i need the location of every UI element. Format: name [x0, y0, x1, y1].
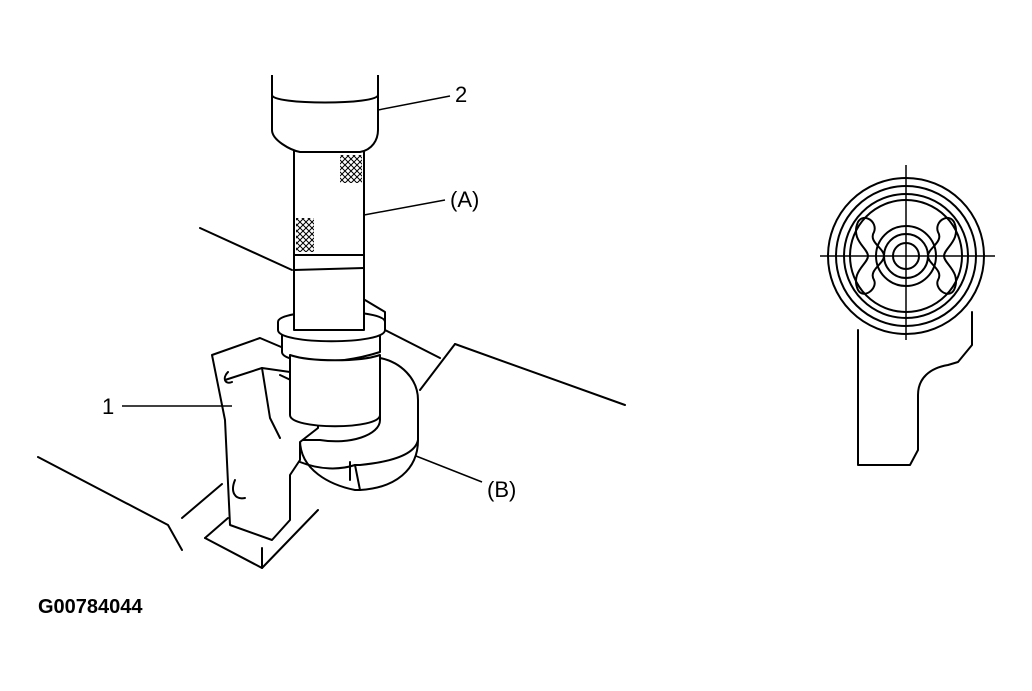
main-assembly-drawing: 2 (A) 1 (B) [37, 75, 626, 569]
callout-a: (A) [450, 187, 479, 212]
callout-2: 2 [455, 82, 467, 107]
figure-code: G00784044 [38, 596, 143, 618]
shaft [293, 149, 365, 331]
callout-b: (B) [487, 477, 516, 502]
orientation-detail-drawing [820, 165, 995, 466]
callout-1: 1 [102, 394, 114, 419]
leader-line-2 [377, 95, 451, 111]
press-collar [277, 310, 386, 428]
press-tool [271, 75, 379, 153]
leader-line-a [363, 199, 446, 216]
leader-line-b [415, 455, 483, 483]
detail-bracket [857, 311, 973, 466]
bushing [299, 357, 419, 491]
